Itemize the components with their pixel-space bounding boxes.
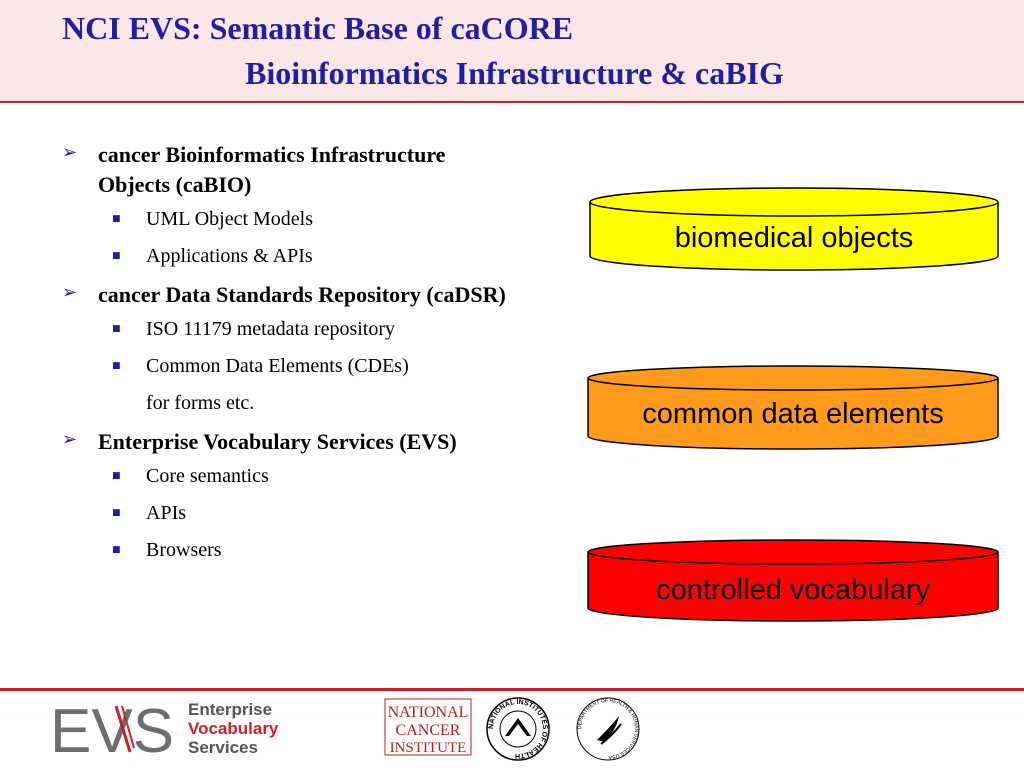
square-bullet-icon: ■ — [112, 471, 121, 481]
cylinder-shape — [587, 365, 999, 450]
cylinder-label: biomedical objects — [674, 222, 914, 254]
sub-bullet: ■ UML Object Models — [112, 208, 314, 230]
arrow-bullet-icon: ➢ — [62, 282, 78, 303]
evs-line: Enterprise — [188, 700, 273, 719]
cylinder-label: common data elements — [642, 398, 944, 430]
cylinder-shape — [587, 539, 999, 622]
svg-text:INSTITUTE: INSTITUTE — [390, 740, 467, 756]
nci-logo: NATIONAL CANCER INSTITUTE — [384, 698, 472, 756]
cylinder-shape — [589, 187, 999, 271]
evs-line: Vocabulary — [188, 719, 279, 738]
square-bullet-icon: ■ — [112, 324, 121, 334]
bullet-heading: cancer Data Standards Repository (caDSR) — [98, 282, 506, 307]
bullet-list: ➢ cancer Bioinformatics Infrastructure O… — [62, 140, 622, 574]
evs-letters-mark: EVS — [50, 698, 174, 758]
bullet-heading: Enterprise Vocabulary Services (EVS) — [98, 429, 457, 454]
hhs-seal-icon: DEPARTMENT OF HEALTH & HUMAN SERVICES US… — [576, 697, 640, 761]
bullet-heading-line: cancer Bioinformatics Infrastructure — [98, 142, 446, 167]
square-bullet-icon: ■ — [112, 545, 121, 555]
sub-bullet: ■ Common Data Elements (CDEs) — [112, 355, 409, 377]
sub-bullet: ■ Browsers — [112, 539, 222, 561]
svg-text:CANCER: CANCER — [396, 722, 461, 739]
slide-title-line-1: NCI EVS: Semantic Base of caCORE — [62, 10, 574, 46]
cylinder-controlled-vocabulary: controlled vocabulary — [586, 538, 1000, 624]
cylinder-biomedical-objects: biomedical objects — [588, 186, 1000, 272]
cylinder-common-data-elements: common data elements — [586, 364, 1000, 452]
sub-bullet: ■ Applications & APIs — [112, 245, 313, 267]
square-bullet-icon: ■ — [112, 251, 121, 261]
arrow-bullet-icon: ➢ — [62, 142, 78, 163]
title-band — [0, 0, 1024, 102]
arrow-bullet-icon: ➢ — [62, 429, 78, 450]
evs-line: Services — [188, 738, 258, 757]
sub-bullet: ■ APIs — [112, 502, 187, 524]
evs-letters-text: EVS — [50, 698, 174, 758]
bullet-heading-line: Objects (caBIO) — [98, 172, 252, 197]
evs-logo: EVS Enterprise Vocabulary Services — [50, 698, 350, 758]
footer-divider — [0, 688, 1024, 691]
sub-bullet: ■ ISO 11179 metadata repository — [112, 318, 396, 340]
svg-text:NATIONAL: NATIONAL — [388, 704, 469, 721]
sub-bullet-continuation: for forms etc. — [146, 392, 255, 414]
square-bullet-icon: ■ — [112, 508, 121, 518]
bullet-cadsr: ➢ cancer Data Standards Repository (caDS… — [62, 280, 622, 310]
slide-title-line-2: Bioinformatics Infrastructure & caBIG — [245, 55, 784, 91]
bullet-cabio: ➢ cancer Bioinformatics Infrastructure O… — [62, 140, 622, 200]
square-bullet-icon: ■ — [112, 214, 121, 224]
sub-bullet: ■ Core semantics — [112, 465, 269, 487]
title-divider — [0, 101, 1024, 103]
nih-seal-icon: NATIONAL INSTITUTES OF HEALTH — [486, 697, 550, 761]
bullet-evs: ➢ Enterprise Vocabulary Services (EVS) — [62, 427, 622, 457]
cylinder-label: controlled vocabulary — [655, 574, 931, 606]
square-bullet-icon: ■ — [112, 361, 121, 371]
